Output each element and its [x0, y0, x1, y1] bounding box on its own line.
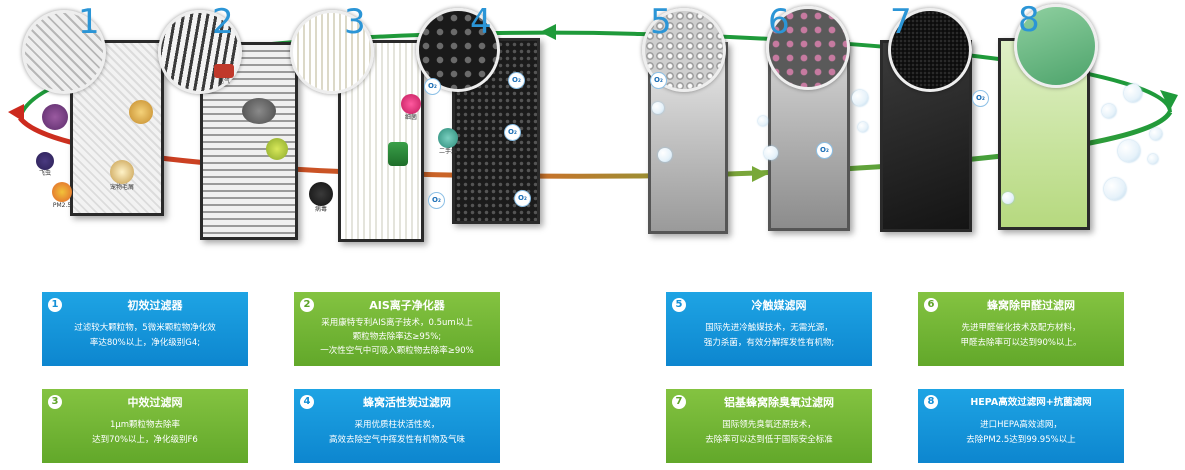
card-title: 蜂窝活性炭过滤网 [363, 396, 451, 409]
secondhand-smoke-icon: 二手烟 [430, 128, 466, 156]
pet-hair-label: 宠物毛屑 [109, 184, 134, 191]
air-bubble [1124, 84, 1142, 102]
air-bubble [858, 122, 868, 132]
pm25-label: PM2.5 [52, 202, 72, 209]
air-bubble [1104, 178, 1126, 200]
card-line: 过滤较大颗粒物，5微米颗粒物净化效 [74, 323, 216, 333]
card-line: 甲醛去除率可以达到90%以上。 [960, 338, 1082, 348]
card-badge: 2 [300, 298, 314, 312]
air-bubble [1002, 192, 1014, 204]
filter-number-6: 6 [768, 2, 790, 42]
card-line: 国际先进冷触媒技术，无需光源， [705, 323, 833, 333]
exhaust-label: 尾气 [217, 78, 230, 85]
filter-number-4: 4 [470, 2, 492, 42]
filter-card-2: 2 AIS离子净化器 采用康特专利AIS离子技术，0.5um以上颗粒物去除率达≥9… [294, 292, 500, 366]
card-line: 颗粒物去除率达≥95%; [352, 332, 442, 342]
oxygen-badge: O₂ [508, 72, 525, 89]
flying-insect-label: 飞虫 [38, 170, 51, 177]
oxygen-badge: O₂ [514, 190, 531, 207]
card-badge: 1 [48, 298, 62, 312]
air-bubble [1102, 104, 1116, 118]
flying-insect-icon: 飞虫 [30, 152, 60, 178]
filter-card-3: 3 中效过滤网 1μm颗粒物去除率达到70%以上，净化级别F6 [42, 389, 248, 463]
air-bubble [652, 102, 664, 114]
card-title: 蜂窝除甲醛过滤网 [987, 299, 1075, 312]
virus-icon: 病毒 [306, 182, 336, 214]
card-line: 采用康特专利AIS离子技术，0.5um以上 [321, 318, 473, 328]
card-line: 进口HEPA高效滤网， [980, 420, 1062, 430]
card-badge: 7 [672, 395, 686, 409]
card-line: 率达80%以上，净化级别G4; [89, 338, 201, 348]
card-title: 冷触媒滤网 [751, 299, 807, 312]
card-badge: 3 [48, 395, 62, 409]
germ-icon [262, 138, 292, 160]
card-line: 高效去除空气中挥发性有机物及气味 [328, 435, 465, 445]
smog-icon [236, 98, 282, 124]
air-bubble [658, 148, 672, 162]
filter-number-7: 7 [890, 2, 912, 42]
magnify-circle-3 [290, 10, 374, 94]
filter-card-4: 4 蜂窝活性炭过滤网 采用优质柱状活性炭， 高效去除空气中挥发性有机物及气味 [294, 389, 500, 463]
card-line: 去除PM2.5达到99.95%以上 [966, 435, 1076, 445]
magnify-circle-6 [766, 6, 850, 90]
card-line: 一次性空气中可吸入颗粒物去除率≥90% [320, 346, 474, 356]
card-line: 去除率可以达到低于国际安全标准 [705, 435, 833, 445]
filter-number-3: 3 [344, 2, 366, 42]
card-badge: 6 [924, 298, 938, 312]
filter-number-5: 5 [650, 2, 672, 42]
card-badge: 4 [300, 395, 314, 409]
filter-number-2: 2 [212, 2, 234, 42]
air-bubble [764, 146, 778, 160]
oxygen-badge: O₂ [972, 90, 989, 107]
magnify-circle-8 [1014, 4, 1098, 88]
pet-hair-icon: 宠物毛屑 [104, 160, 140, 192]
card-line: 1μm颗粒物去除率 [109, 420, 181, 430]
magnify-circle-2 [158, 10, 242, 94]
air-bubble [758, 116, 768, 126]
filter-card-6: 6 蜂窝除甲醛过滤网 先进甲醛催化技术及配方材料， 甲醛去除率可以达到90%以上。 [918, 292, 1124, 366]
card-line: 先进甲醛催化技术及配方材料， [961, 323, 1081, 333]
card-badge: 8 [924, 395, 938, 409]
filter-number-8: 8 [1018, 0, 1040, 40]
oxygen-badge: O₂ [650, 72, 667, 89]
card-title: AIS离子净化器 [369, 299, 445, 312]
filter-card-8: 8 HEPA高效过滤网+抗菌滤网 进口HEPA高效滤网， 去除PM2.5达到99.9… [918, 389, 1124, 463]
oxygen-badge: O₂ [504, 124, 521, 141]
oxygen-badge: O₂ [424, 78, 441, 95]
dust-mite-icon [40, 104, 70, 130]
bacteria-label: 细菌 [404, 114, 417, 121]
bacteria-icon: 细菌 [396, 94, 426, 122]
oxygen-badge: O₂ [428, 192, 445, 209]
card-title: HEPA高效过滤网+抗菌滤网 [970, 397, 1092, 408]
card-line: 国际领先臭氧还原技术， [722, 420, 816, 430]
filter-card-7: 7 铝基蜂窝除臭氧过滤网 国际领先臭氧还原技术， 去除率可以达到低于国际安全标准 [666, 389, 872, 463]
card-title: 铝基蜂窝除臭氧过滤网 [724, 396, 834, 409]
filter-panel-1 [70, 40, 164, 216]
pm25-icon: PM2.5 [46, 182, 78, 210]
filter-card-1: 1 初效过滤器 过滤较大颗粒物，5微米颗粒物净化效率达80%以上，净化级别G4; [42, 292, 248, 366]
virus-label: 病毒 [314, 206, 327, 213]
bug-icon [126, 100, 156, 124]
filter-number-1: 1 [78, 2, 100, 42]
magnify-circle-7 [888, 8, 972, 92]
filter-illustration: 1 2 3 4 5 6 7 8 飞虫 PM2.5 宠物毛屑 尾气 细菌 二手烟 [8, 0, 1178, 242]
exhaust-icon: 尾气 [206, 64, 242, 86]
card-title: 初效过滤器 [127, 299, 183, 312]
filter-card-5: 5 冷触媒滤网 国际先进冷触媒技术，无需光源， 强力杀菌，有效分解挥发性有机物; [666, 292, 872, 366]
card-line: 强力杀菌，有效分解挥发性有机物; [703, 338, 835, 348]
card-line: 达到70%以上，净化级别F6 [92, 435, 198, 445]
air-bubble [852, 90, 868, 106]
card-title: 中效过滤网 [127, 396, 183, 409]
oxygen-badge: O₂ [816, 142, 833, 159]
card-line: 采用优质柱状活性炭， [354, 420, 440, 430]
magnify-circle-1 [22, 10, 106, 94]
air-bubble [1118, 140, 1140, 162]
air-bubble [1150, 128, 1162, 140]
secondhand-smoke-label: 二手烟 [438, 148, 457, 155]
card-badge: 5 [672, 298, 686, 312]
tree-icon [384, 142, 412, 166]
air-bubble [1148, 154, 1158, 164]
